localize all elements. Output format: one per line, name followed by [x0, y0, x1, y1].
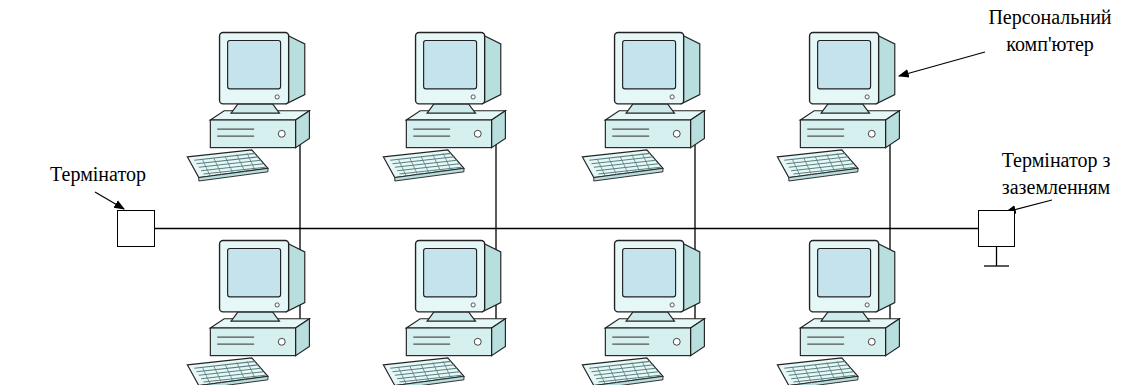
- drop-line: [495, 140, 496, 345]
- node-label: Термінатор: [38, 161, 158, 188]
- ground-symbol: [984, 247, 1009, 266]
- computer-icon: [383, 32, 505, 181]
- computer-icon: [383, 240, 505, 385]
- leader-line: [95, 192, 124, 209]
- computer-icon: [777, 240, 899, 385]
- drop-line: [889, 140, 890, 345]
- computer-icon: [582, 240, 704, 385]
- drop-line: [299, 140, 300, 345]
- callout-label: Персональний комп'ютер: [975, 4, 1125, 58]
- computer-icon: [187, 32, 309, 181]
- bus-cable: [155, 228, 978, 229]
- computer-icon: [187, 240, 309, 385]
- drop-line: [694, 140, 695, 345]
- computer-icon: [582, 32, 704, 181]
- terminator-box: Термінатор: [117, 210, 155, 247]
- terminator-box: Термінатор з заземленням: [978, 210, 1015, 247]
- node-label: Термінатор з заземленням: [971, 147, 1141, 201]
- computer-icon: [777, 32, 899, 181]
- leader-line: [899, 52, 985, 76]
